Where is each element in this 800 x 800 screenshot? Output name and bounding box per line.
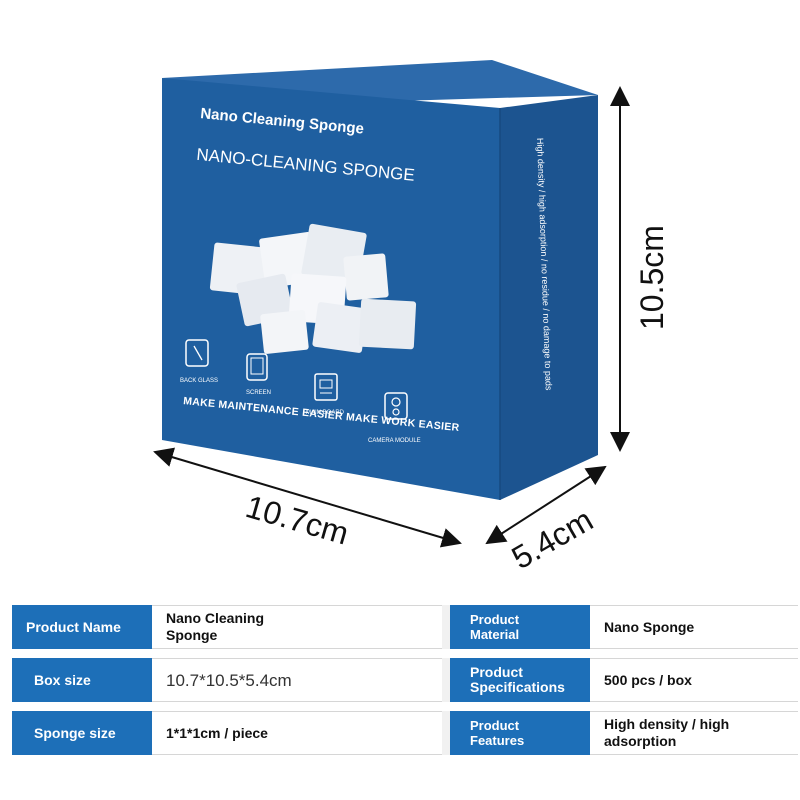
spec-value: High density / high adsorption bbox=[590, 711, 798, 755]
icon-label-main-board: MAIN BOARD bbox=[306, 410, 345, 416]
width-arrow bbox=[153, 447, 462, 548]
box-side-face bbox=[500, 95, 598, 500]
height-label: 10.5cm bbox=[634, 225, 670, 330]
spec-label: Product Material bbox=[450, 605, 590, 649]
spec-label: Box size bbox=[12, 658, 152, 702]
product-illustration: Nano Cleaning Sponge NANO-CLEANING SPONG… bbox=[153, 60, 670, 576]
camera-module-icon bbox=[384, 392, 408, 420]
icon-label-back-glass: BACK GLASS bbox=[180, 378, 218, 384]
spec-label: Product Features bbox=[450, 711, 590, 755]
depth-arrow bbox=[485, 465, 607, 545]
spec-row: Sponge size 1*1*1cm / piece Product Feat… bbox=[12, 711, 798, 755]
screen-icon bbox=[246, 353, 268, 381]
spec-value: 10.7*10.5*5.4cm bbox=[152, 658, 442, 702]
icon-label-screen: SCREEN bbox=[246, 390, 271, 396]
spec-value: 1*1*1cm / piece bbox=[152, 711, 442, 755]
spec-label: Product Name bbox=[12, 605, 152, 649]
spec-label: Sponge size bbox=[12, 711, 152, 755]
sponge-cubes bbox=[209, 223, 417, 354]
spec-value: Nano Cleaning Sponge bbox=[152, 605, 442, 649]
icon-label-camera-module: CAMERA MODULE bbox=[368, 438, 421, 444]
depth-label: 5.4cm bbox=[506, 501, 599, 576]
spec-row: Product Name Nano Cleaning Sponge Produc… bbox=[12, 605, 798, 649]
spec-value: Nano Sponge bbox=[590, 605, 798, 649]
main-board-icon bbox=[314, 373, 338, 401]
spec-table: Product Name Nano Cleaning Sponge Produc… bbox=[12, 605, 798, 795]
spec-row: Box size 10.7*10.5*5.4cm Product Specifi… bbox=[12, 658, 798, 702]
width-label: 10.7cm bbox=[242, 488, 353, 552]
spec-label: Product Specifications bbox=[450, 658, 590, 702]
back-glass-icon bbox=[185, 339, 209, 367]
spec-value: 500 pcs / box bbox=[590, 658, 798, 702]
